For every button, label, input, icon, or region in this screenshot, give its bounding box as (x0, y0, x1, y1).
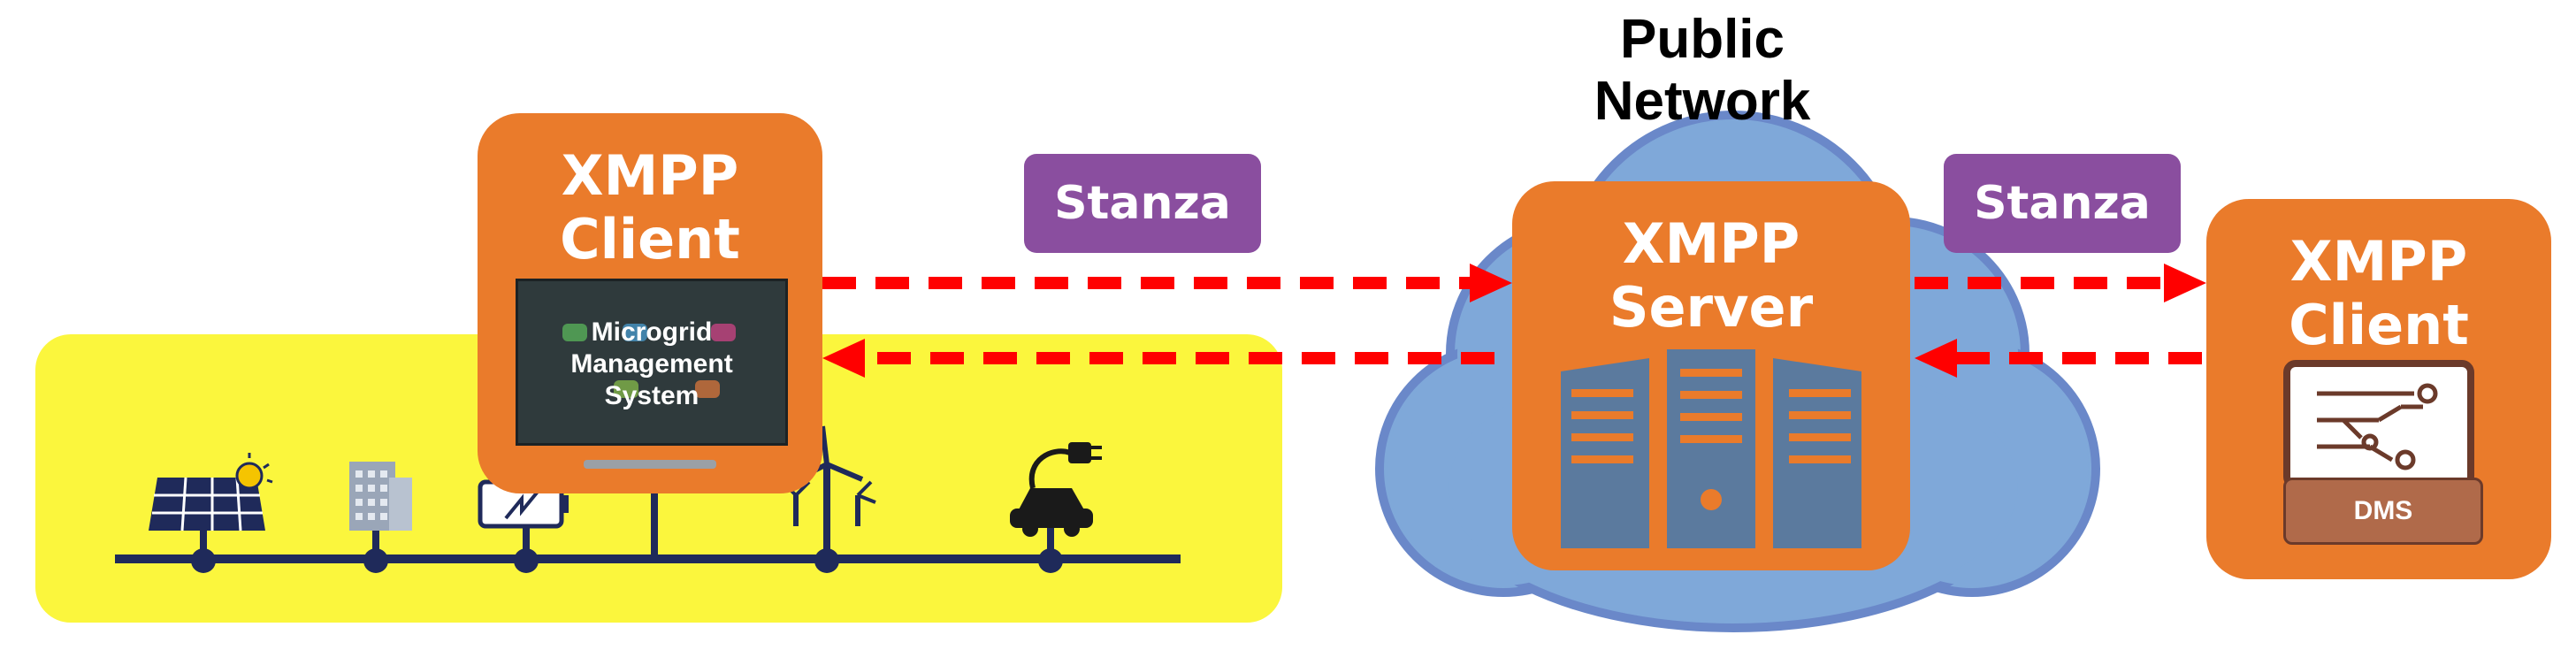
monitor-stand (584, 460, 716, 469)
stanza-label-left: Stanza (1024, 154, 1261, 253)
client-left-title-line1: XMPP (561, 143, 739, 208)
xmpp-server: XMPP Server (1512, 181, 1910, 570)
screen-dots-icon (562, 324, 736, 398)
server-title-line2: Server (1609, 275, 1814, 340)
ev-charging-icon (1010, 442, 1102, 537)
microgrid-management-system-screen: Microgrid Management System (516, 279, 788, 446)
dms-label: DMS (2283, 478, 2483, 545)
cloud-title: Public Network (1503, 9, 1901, 133)
mms-label-line2: Management (570, 349, 733, 379)
mms-label-line1: Microgrid (591, 317, 713, 347)
mms-label: Microgrid Management System (518, 317, 785, 412)
client-right-title-line2: Client (2289, 293, 2469, 357)
bus-node (363, 548, 388, 573)
solar-panel-icon (149, 453, 273, 531)
bus-node (1038, 548, 1063, 573)
bus-node (514, 548, 539, 573)
bus-node (814, 548, 839, 573)
stanza-label-right: Stanza (1944, 154, 2181, 253)
cloud-title-line1: Public (1619, 9, 1785, 70)
server-title-line1: XMPP (1622, 211, 1800, 276)
bus-node (191, 548, 216, 573)
client-left-title-line2: Client (560, 207, 740, 271)
mms-label-line3: System (604, 381, 699, 410)
client-right-title-line1: XMPP (2289, 229, 2468, 294)
building-icon (349, 462, 412, 531)
server-rack-icon (1561, 349, 1861, 548)
cloud-title-line2: Network (1594, 71, 1811, 132)
